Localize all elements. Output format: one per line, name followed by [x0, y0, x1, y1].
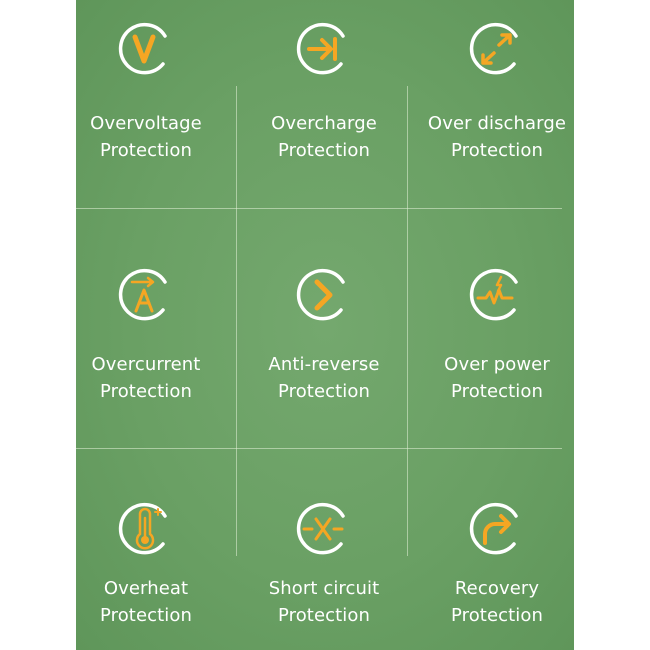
over-power-icon [469, 268, 518, 321]
overheat-icon [118, 502, 167, 555]
recovery-icon [469, 502, 518, 555]
overcurrent-icon [118, 268, 167, 321]
grid-divider-vertical [236, 86, 237, 556]
short-circuit-icon [296, 502, 345, 555]
anti-reverse-icon [296, 268, 345, 321]
grid-divider-horizontal [76, 208, 562, 209]
overcharge-icon [296, 22, 345, 75]
over-discharge-icon [469, 22, 518, 75]
overvoltage-icon [118, 22, 167, 75]
grid-divider-horizontal [76, 448, 562, 449]
grid-divider-vertical [407, 86, 408, 556]
